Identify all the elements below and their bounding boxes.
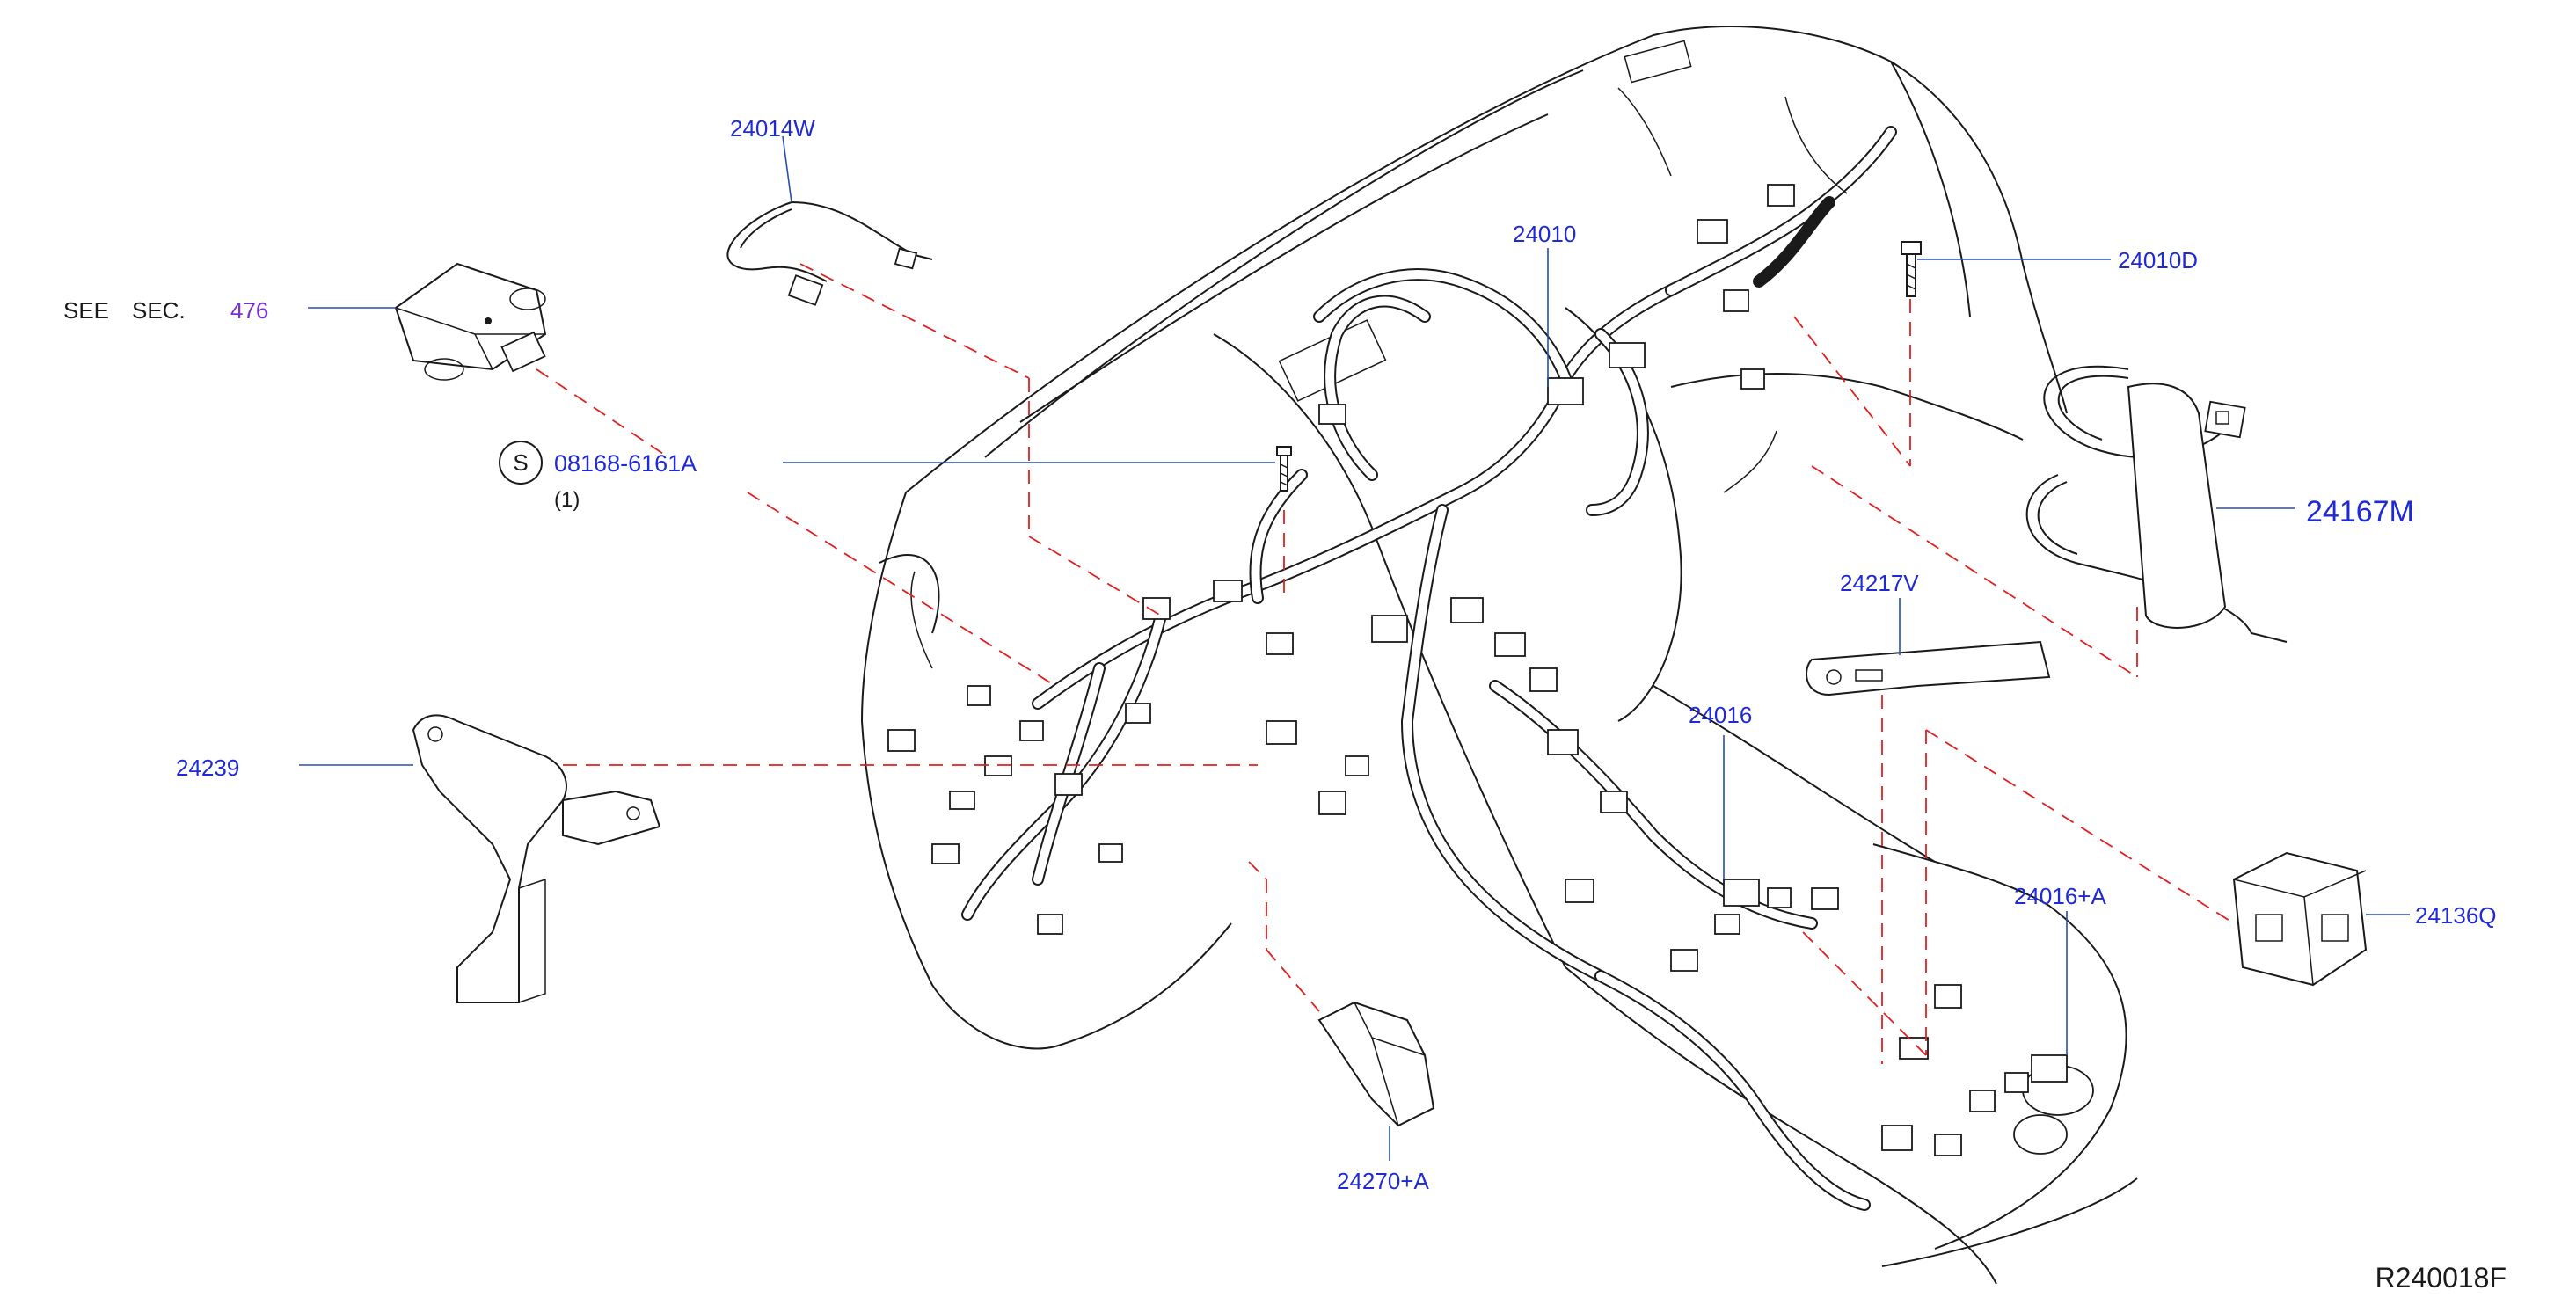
see-sec-number[interactable]: 476 bbox=[230, 297, 268, 324]
relay-24136Q bbox=[2232, 851, 2368, 987]
label-24136Q[interactable]: 24136Q bbox=[2415, 902, 2497, 929]
bracket-24239 bbox=[412, 714, 661, 1003]
label-24016A[interactable]: 24016+A bbox=[2014, 883, 2106, 909]
figure-code: R240018F bbox=[2375, 1262, 2507, 1294]
main-harness-24010 bbox=[887, 87, 2094, 1211]
sub-harness-24167M bbox=[2025, 365, 2288, 643]
label-24010D[interactable]: 24010D bbox=[2118, 247, 2198, 273]
sub-harness-24016 bbox=[1723, 879, 1792, 908]
screw-quantity: (1) bbox=[554, 488, 580, 512]
label-24016[interactable]: 24016 bbox=[1689, 702, 1752, 728]
clip-24217V bbox=[1806, 640, 2051, 696]
screw-08168-6161A bbox=[1276, 446, 1292, 492]
see-sec-prefix: SEE bbox=[63, 297, 109, 324]
label-24217V[interactable]: 24217V bbox=[1840, 570, 1919, 596]
text-labels: SEE SEC. 476 S 08168-6161A (1) 24014W 24… bbox=[63, 115, 2507, 1294]
label-24014W[interactable]: 24014W bbox=[730, 115, 815, 142]
cover-24270A bbox=[1317, 1001, 1435, 1127]
sub-harness-24014W bbox=[726, 201, 933, 306]
instrument-panel-outline bbox=[860, 26, 2138, 1285]
screw-symbol: S bbox=[513, 449, 528, 476]
sub-harness-24016A bbox=[2004, 1054, 2068, 1093]
leader-lines bbox=[299, 135, 2410, 1161]
label-24270A[interactable]: 24270+A bbox=[1337, 1168, 1429, 1194]
see-sec-label: SEC. bbox=[132, 297, 186, 324]
screw-symbol-circle bbox=[499, 441, 543, 485]
label-24167M[interactable]: 24167M bbox=[2306, 495, 2414, 529]
label-24010[interactable]: 24010 bbox=[1513, 221, 1576, 247]
dashed-reference-lines bbox=[536, 263, 2235, 1064]
module-476 bbox=[394, 262, 547, 381]
label-24239[interactable]: 24239 bbox=[176, 755, 239, 781]
bolt-24010D bbox=[1901, 241, 1922, 297]
screw-part-number[interactable]: 08168-6161A bbox=[554, 450, 697, 477]
